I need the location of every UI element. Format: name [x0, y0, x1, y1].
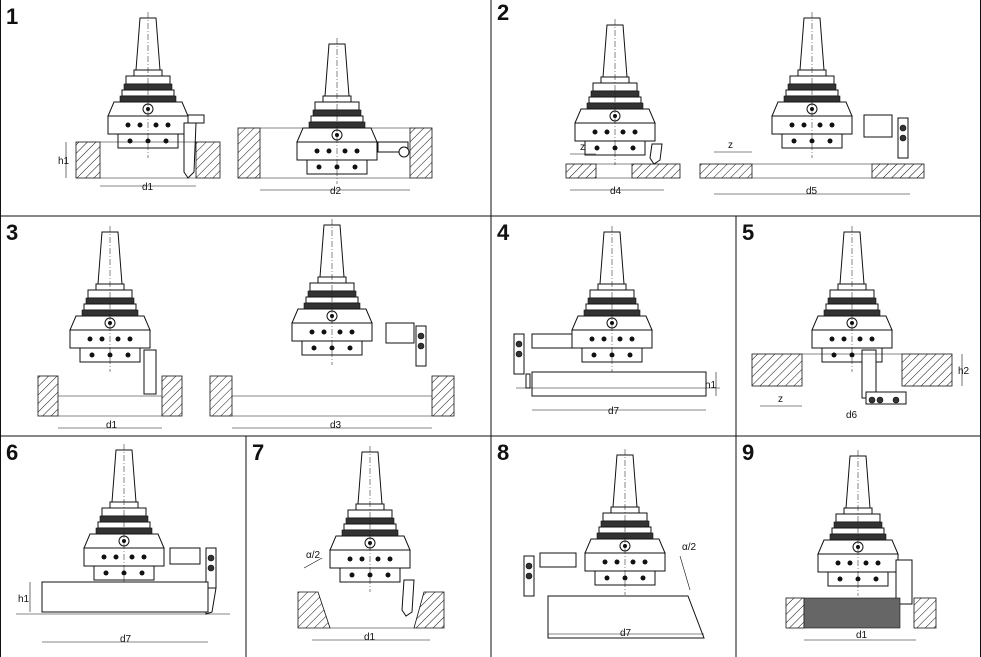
dim-label: d1 — [364, 632, 376, 643]
dim-label: α/2 — [682, 542, 697, 553]
panel-number: 6 — [6, 440, 18, 465]
panel-number: 2 — [497, 0, 509, 25]
dim-label: d7 — [620, 628, 632, 639]
panel-number: 7 — [252, 440, 264, 465]
dim-label: d5 — [806, 186, 818, 197]
dim-label: h2 — [958, 366, 970, 377]
panel-7: 7 α/2 d1 — [252, 440, 445, 643]
dim-label: z — [728, 140, 733, 151]
panel-9: 9 d1 — [742, 440, 937, 641]
dim-label: d1 — [142, 182, 154, 193]
dim-label: h1 — [705, 380, 717, 391]
panel-5: 5 h2 z d6 — [742, 220, 970, 421]
dim-label: d6 — [846, 410, 858, 421]
panel-6: 6 h1 d7 — [6, 440, 230, 645]
dim-label: h1 — [18, 594, 30, 605]
dim-label: h1 — [58, 156, 70, 167]
dim-label: α/2 — [306, 550, 321, 561]
panel-number: 8 — [497, 440, 509, 465]
panel-number: 5 — [742, 220, 754, 245]
panel-4: 4 h1 d7 — [497, 220, 720, 417]
panel-8: 8 α/2 d7 — [497, 440, 705, 639]
panel-number: 1 — [6, 4, 18, 29]
dim-label: d3 — [330, 420, 342, 431]
dim-label: d7 — [608, 406, 620, 417]
panel-3: 3 d1 d3 — [6, 218, 455, 431]
panel-number: 9 — [742, 440, 754, 465]
dim-label: z — [778, 394, 783, 405]
dim-label: d2 — [330, 186, 342, 197]
panel-number: 4 — [497, 220, 510, 245]
panel-1: 1 h1 d1 d2 — [6, 4, 433, 197]
dim-label: d4 — [610, 186, 622, 197]
dim-label: d1 — [856, 630, 868, 641]
dim-label: d7 — [120, 634, 132, 645]
dim-label: d1 — [106, 420, 118, 431]
dim-label: z — [580, 142, 585, 153]
panel-number: 3 — [6, 220, 18, 245]
panel-2: 2 z d4 z d5 — [497, 0, 925, 197]
